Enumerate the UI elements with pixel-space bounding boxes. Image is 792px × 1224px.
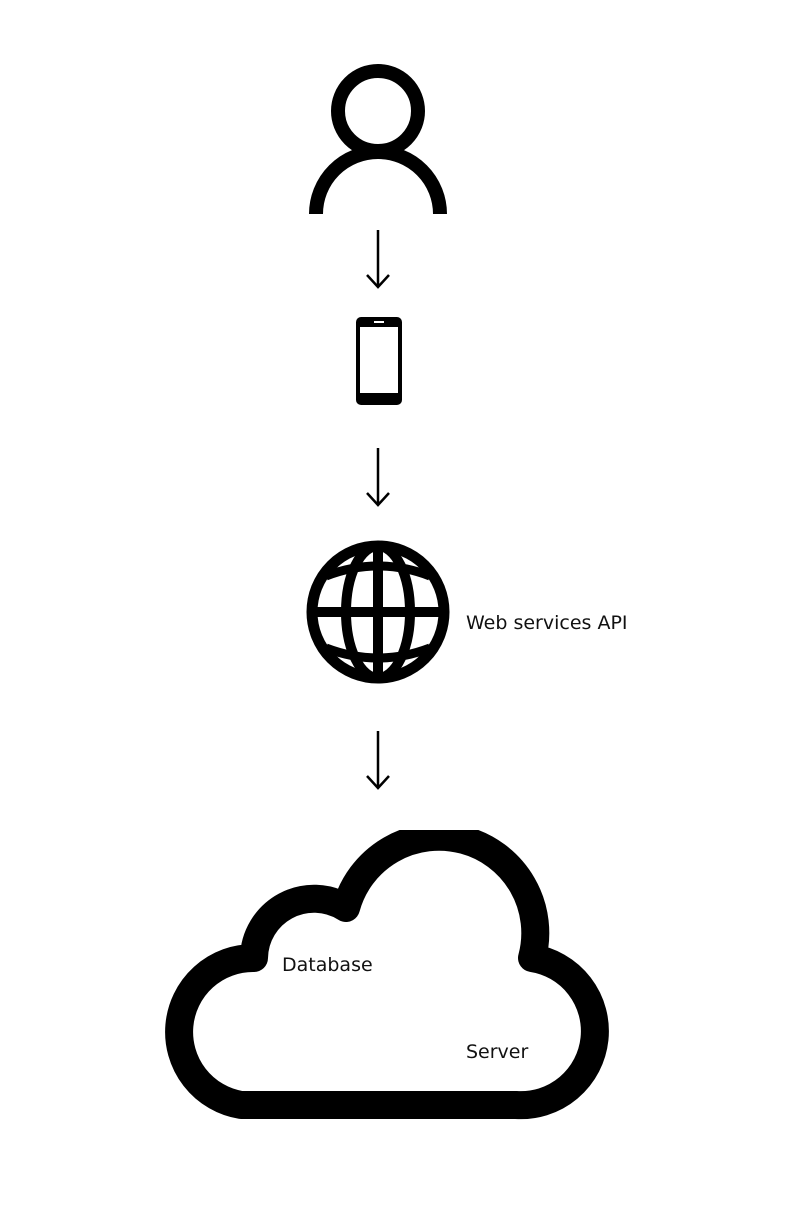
server-label: Server — [466, 1041, 529, 1063]
arrow-down-icon — [363, 230, 393, 290]
arrow-down-icon — [363, 448, 393, 508]
arrow-down-icon — [363, 731, 393, 791]
cloud-icon — [146, 830, 610, 1124]
database-label: Database — [282, 954, 373, 976]
user-icon — [306, 64, 450, 218]
globe-icon — [304, 538, 452, 686]
user-icon-graphic — [309, 64, 447, 215]
smartphone-icon — [354, 315, 404, 407]
web-services-api-label: Web services API — [466, 612, 628, 634]
